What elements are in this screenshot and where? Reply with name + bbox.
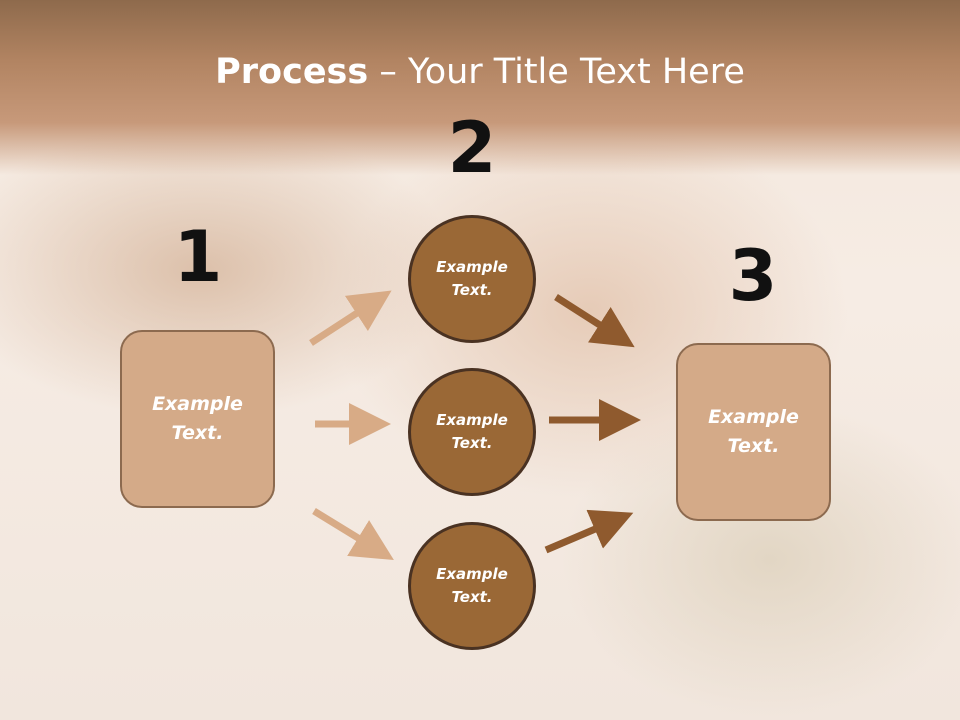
right-box: Example Text. bbox=[676, 343, 831, 521]
step-number-3: 3 bbox=[728, 235, 778, 317]
circle-1: Example Text. bbox=[408, 215, 536, 343]
arrow-to-circle-3 bbox=[312, 508, 394, 560]
arrow-to-circle-1 bbox=[309, 290, 392, 346]
circle-1-label: Example Text. bbox=[436, 258, 508, 299]
left-box: Example Text. bbox=[120, 330, 275, 508]
title-bold: Process bbox=[215, 52, 369, 92]
circle-3: Example Text. bbox=[408, 522, 536, 650]
circle-2: Example Text. bbox=[408, 368, 536, 496]
circle-3-label: Example Text. bbox=[436, 565, 508, 606]
step-number-2: 2 bbox=[447, 107, 497, 189]
title-bar bbox=[0, 0, 960, 175]
circle-2-label: Example Text. bbox=[436, 411, 508, 452]
arrow-from-circle-1 bbox=[554, 294, 635, 348]
title-rest: – Your Title Text Here bbox=[368, 52, 745, 92]
page-title: Process – Your Title Text Here bbox=[0, 52, 960, 92]
left-box-label: Example Text. bbox=[152, 393, 243, 444]
step-number-1: 1 bbox=[173, 216, 223, 298]
arrow-from-circle-3 bbox=[544, 509, 634, 554]
right-box-label: Example Text. bbox=[708, 406, 799, 457]
